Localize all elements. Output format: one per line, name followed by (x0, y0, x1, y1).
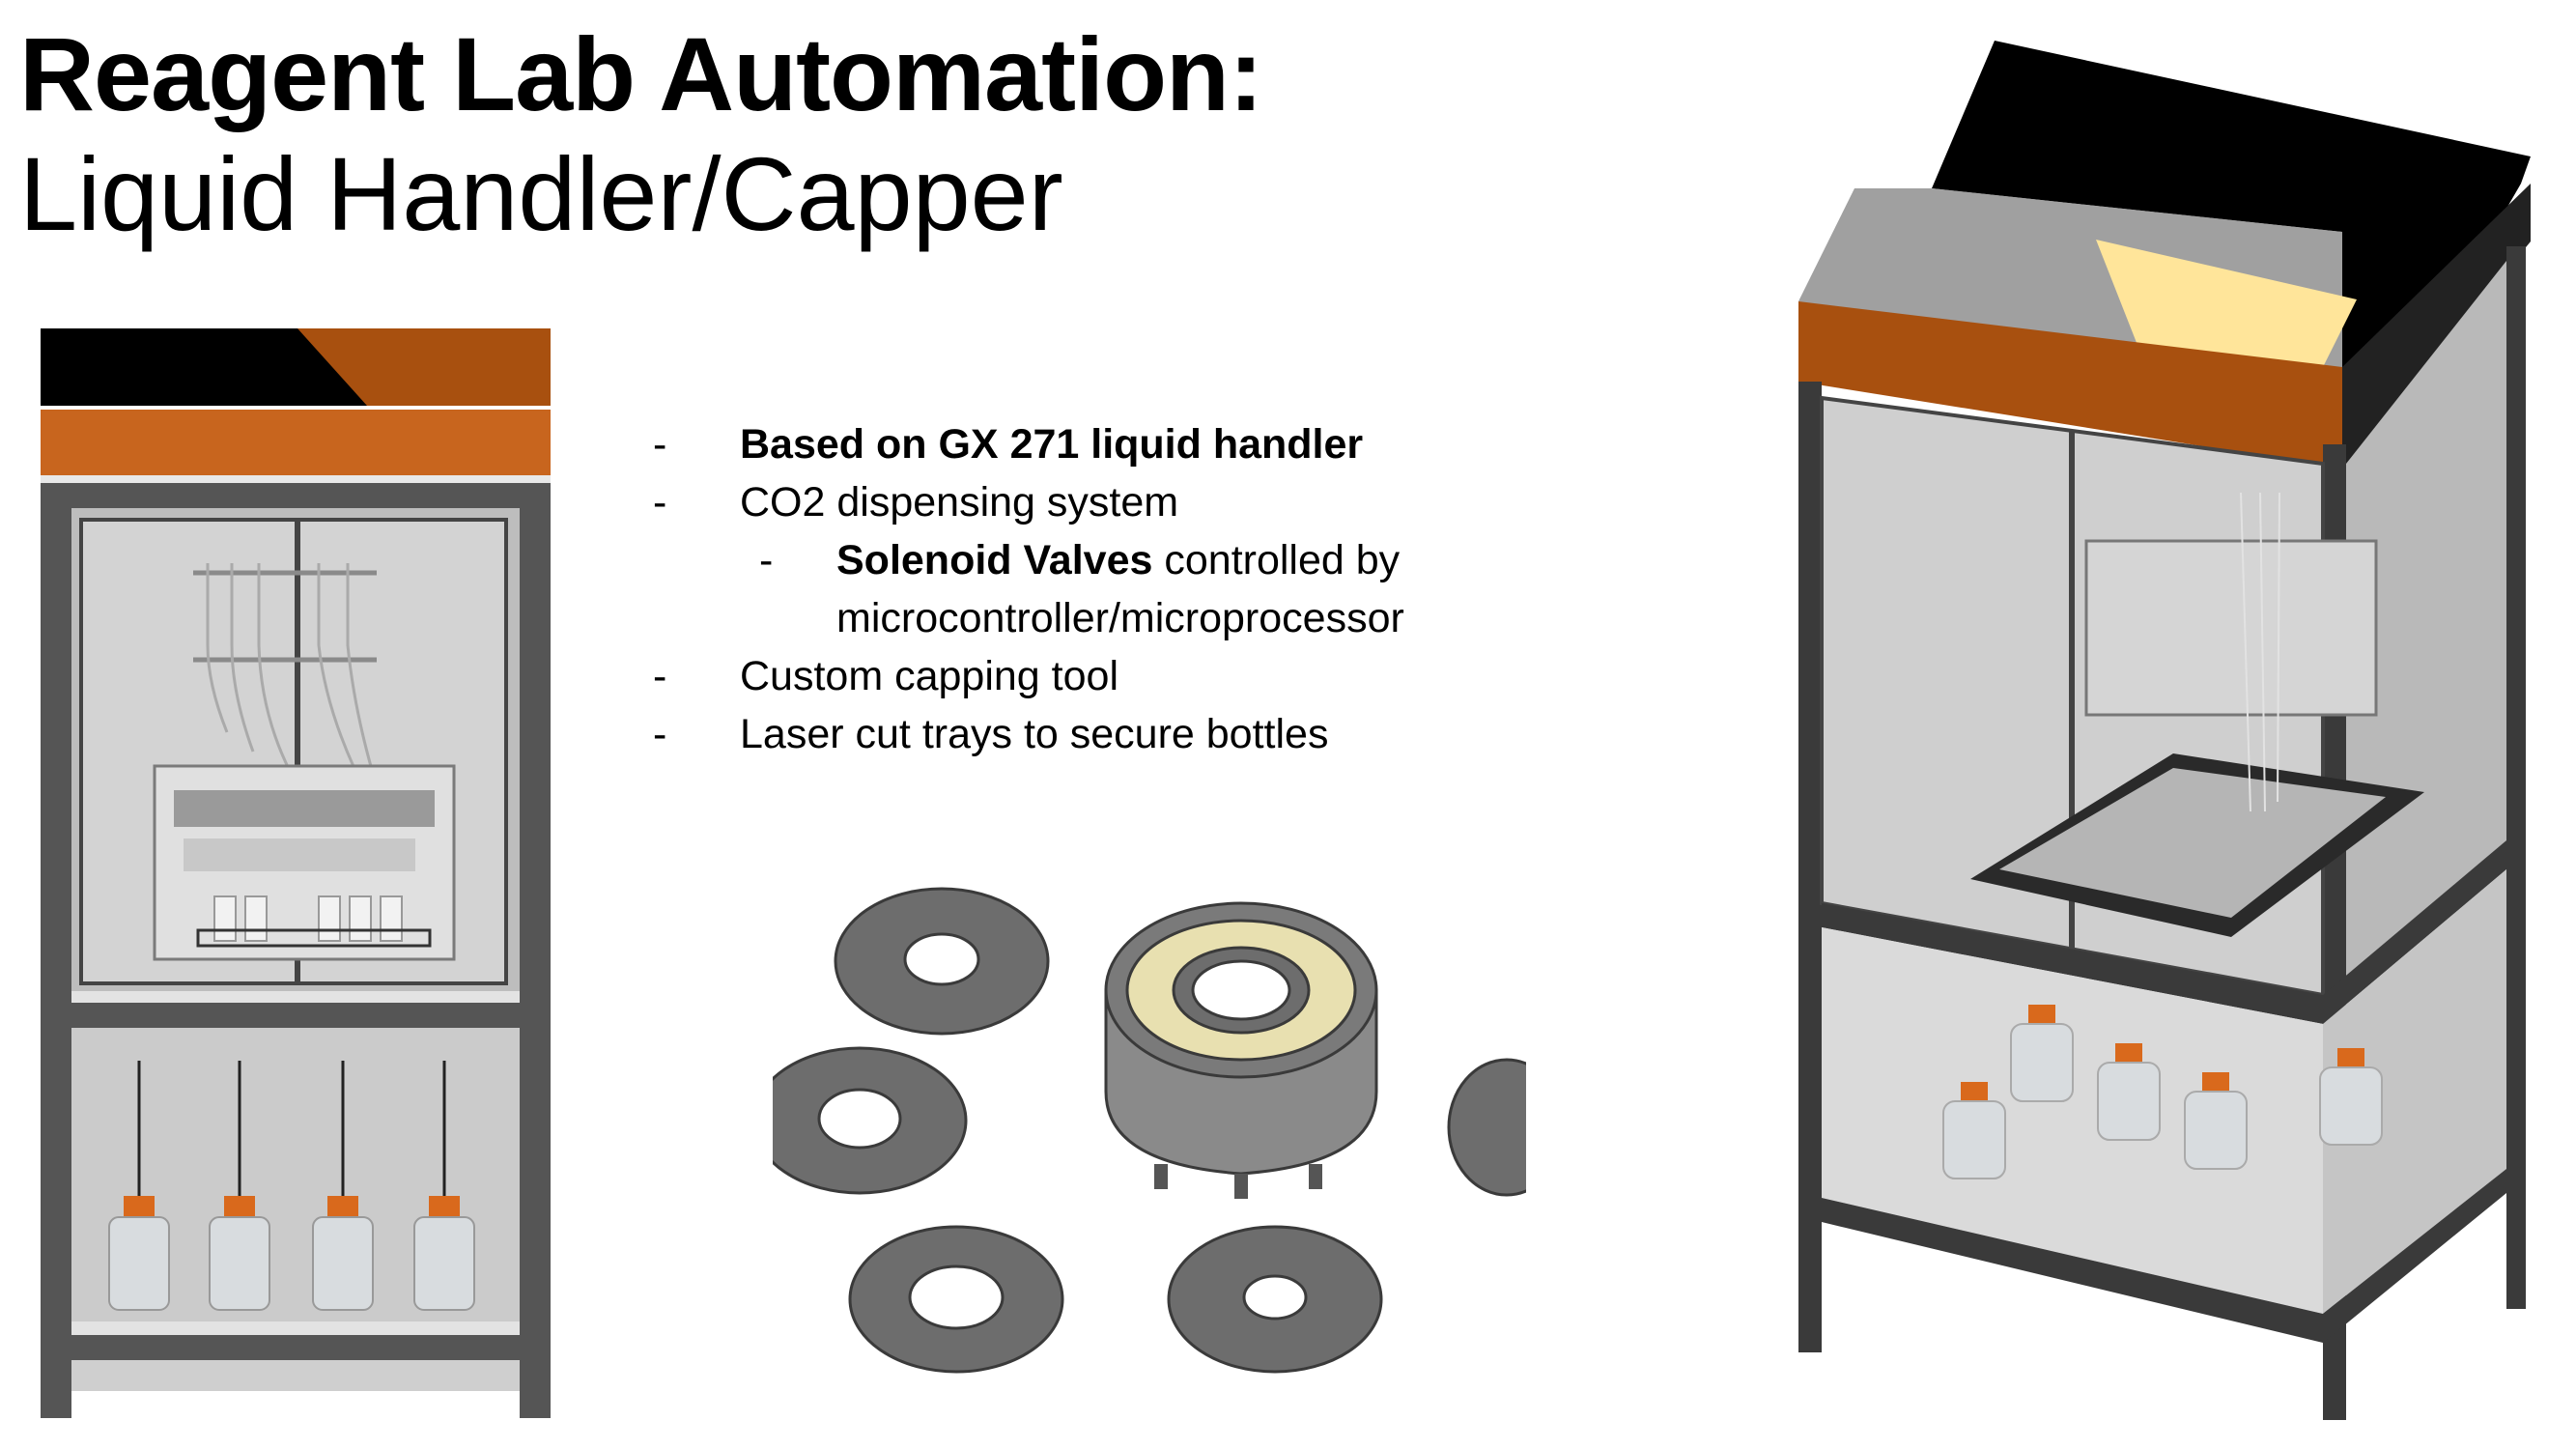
bullet-dash: - (653, 711, 667, 757)
bullet-text: controlled by (1152, 537, 1401, 583)
bullet-dash: - (653, 421, 667, 468)
bullet-bold-text: Solenoid Valves (836, 537, 1153, 583)
bullet-bold-text: Based on GX 271 liquid handler (740, 421, 1364, 468)
slide-title: Reagent Lab Automation: (19, 15, 1263, 132)
isometric-cabinet-drawing (1798, 41, 2531, 1420)
bullet-item: - Laser cut trays to secure bottles (653, 705, 1522, 763)
front-view-cabinet-drawing (41, 328, 551, 1418)
capping-tool-parts-drawing (773, 887, 1526, 1374)
bullet-continuation: microcontroller/microprocessor (653, 589, 1522, 647)
bullet-text: Custom capping tool (740, 653, 1118, 699)
bullet-dash: - (759, 537, 774, 583)
bullet-item: - CO2 dispensing system (653, 473, 1522, 531)
bullet-item: - Based on GX 271 liquid handler (653, 415, 1522, 473)
bullet-text: Laser cut trays to secure bottles (740, 711, 1329, 757)
slide-subtitle: Liquid Handler/Capper (19, 135, 1063, 252)
bullet-dash: - (653, 653, 667, 699)
bullet-text: microcontroller/microprocessor (836, 595, 1404, 641)
bullet-text: CO2 dispensing system (740, 479, 1179, 526)
bullet-subitem: - Solenoid Valves controlled by (653, 531, 1522, 589)
bullet-item: - Custom capping tool (653, 647, 1522, 705)
bullet-list: - Based on GX 271 liquid handler - CO2 d… (653, 415, 1522, 763)
bullet-dash: - (653, 479, 667, 526)
